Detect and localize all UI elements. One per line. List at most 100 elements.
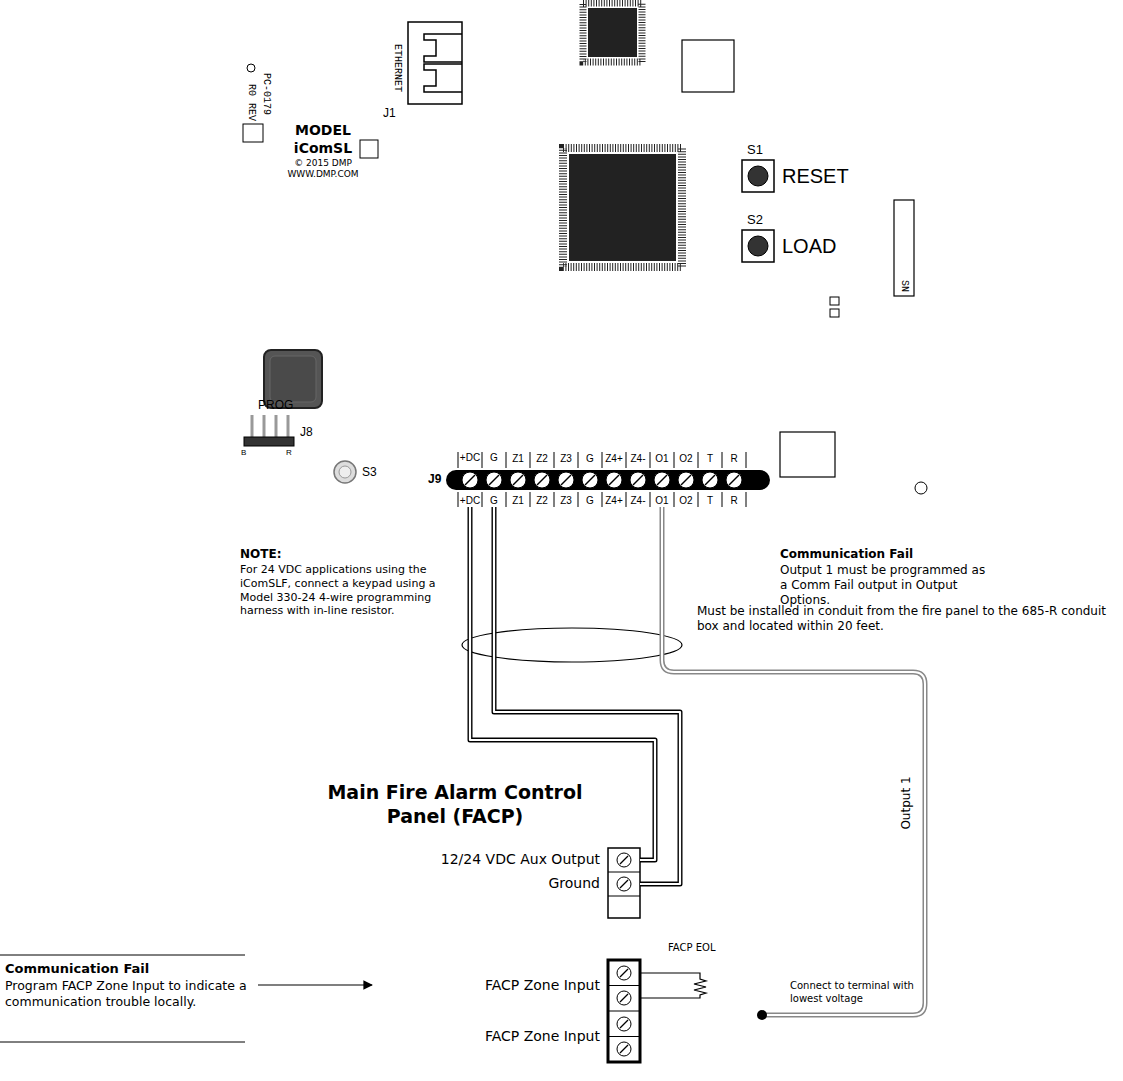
drawing-stroke xyxy=(748,236,768,256)
sn-connector xyxy=(894,200,914,296)
drawing-stroke xyxy=(608,960,640,1062)
eol-resistor xyxy=(640,973,706,998)
drawing-stroke xyxy=(506,492,507,507)
pin-label: O2 xyxy=(674,495,698,508)
drawing-stroke xyxy=(678,472,694,488)
drawing-stroke xyxy=(588,8,637,57)
panel-terminal: 12/24 VDC Aux Output xyxy=(416,848,640,872)
smd-pad xyxy=(360,140,378,158)
annotation-text-wrap: J9 xyxy=(428,472,441,487)
drawing-stroke xyxy=(722,452,723,468)
drawing-stroke xyxy=(722,492,723,507)
pin-label: Z4- xyxy=(626,495,650,508)
drawing-stroke xyxy=(506,452,507,468)
drawing-stroke xyxy=(458,492,459,507)
annotation-text: PC-0179 xyxy=(260,73,273,115)
reset-button xyxy=(742,160,774,192)
drawing-stroke xyxy=(462,472,478,488)
drawing-stroke xyxy=(608,1011,640,1012)
drawing-stroke xyxy=(742,160,774,192)
power-wire xyxy=(494,507,680,884)
annotation-text: Communication Fail xyxy=(5,961,245,977)
drawing-stroke xyxy=(424,64,462,92)
node-label-wrap: Ground xyxy=(416,875,600,893)
drawing-stroke xyxy=(534,472,550,488)
drawing-stroke xyxy=(681,475,691,485)
node-label: MODEL iComSL xyxy=(278,122,368,157)
drawing-stroke xyxy=(626,452,627,468)
drawing-stroke xyxy=(608,1036,640,1037)
drawing-stroke xyxy=(617,853,631,867)
drawing-stroke xyxy=(620,880,628,888)
drawing-stroke xyxy=(650,452,651,468)
drawing-stroke xyxy=(563,148,682,267)
facp-screws xyxy=(617,853,631,1056)
annotation-text-wrap: LOAD xyxy=(782,234,836,259)
drawing-stroke xyxy=(748,166,768,186)
pin-label-wrap: G xyxy=(578,495,602,508)
node-label: Ground xyxy=(416,875,600,893)
drawing-stroke xyxy=(608,848,640,918)
pin-label: Z1 xyxy=(506,453,530,466)
drawing-stroke xyxy=(569,154,676,261)
wire-group xyxy=(494,507,680,884)
annotation-text-wrap: PROG xyxy=(258,398,293,413)
drawing-stroke xyxy=(726,472,742,488)
node-label: Main Fire Alarm Control Panel (FACP) xyxy=(315,781,595,829)
node-label-wrap: G xyxy=(482,452,506,465)
drawing-stroke xyxy=(608,872,640,873)
annotation-text-wrap: FACP Zone Input xyxy=(400,977,600,995)
load-button xyxy=(742,230,774,262)
node-label-wrap: 12/24 VDC Aux Output xyxy=(416,851,600,869)
pin-label: T xyxy=(698,495,722,508)
annotation-text-wrap: S1 xyxy=(747,142,763,158)
annotation-text-wrap: Output 1 must be programmed as a Comm Fa… xyxy=(780,563,995,608)
drawing-stroke xyxy=(334,461,356,483)
annotation-text-wrap: S2 xyxy=(747,212,763,228)
drawing-stroke xyxy=(617,1017,631,1031)
circuit-board-outline xyxy=(238,8,1012,540)
pin-label: Z3 xyxy=(554,453,578,466)
annotation-text: Communication Fail xyxy=(780,547,913,562)
pin-label-wrap: G xyxy=(578,453,602,466)
pin-label-wrap: T xyxy=(698,453,722,466)
drawing-stroke xyxy=(746,492,747,507)
drawing-stroke xyxy=(270,356,316,402)
node-label: 12/24 VDC Aux Output xyxy=(416,851,600,869)
pin-label: G xyxy=(578,495,602,508)
drawing-stroke xyxy=(608,985,640,986)
pin-label-wrap: Z3 xyxy=(554,453,578,466)
drawing-stroke xyxy=(489,475,499,485)
circuit-board-shape xyxy=(238,8,1010,538)
annotation-text-wrap: For 24 VDC applications using the iComSL… xyxy=(240,563,462,618)
annotation-text: S3 xyxy=(362,465,377,480)
drawing-stroke xyxy=(698,452,699,468)
drawing-stroke xyxy=(606,472,622,488)
annotation-text: REV xyxy=(245,103,258,121)
annotation-text: S2 xyxy=(747,212,763,228)
annotation-text: Must be installed in conduit from the fi… xyxy=(697,604,1115,634)
pin-label: O1 xyxy=(650,453,674,466)
pin-label-wrap: Z4- xyxy=(626,495,650,508)
drawing-stroke xyxy=(705,475,715,485)
pin-label-wrap: R xyxy=(722,453,746,466)
pin-label: Z2 xyxy=(530,495,554,508)
drawing-stroke xyxy=(537,475,547,485)
node-label-wrap: © 2015 DMP WWW.DMP.COM xyxy=(275,158,371,181)
drawing-stroke xyxy=(674,452,675,468)
node-label-wrap: +DC xyxy=(458,452,482,465)
annotation-text: LOAD xyxy=(782,234,836,259)
drawing-stroke xyxy=(617,1042,631,1056)
pin-label: O1 xyxy=(650,495,674,508)
annotation-text: NOTE: xyxy=(240,547,281,562)
drawing-stroke xyxy=(620,969,628,977)
annotation-text: J8 xyxy=(300,425,313,440)
drawing-stroke xyxy=(620,1045,628,1053)
node-label: G xyxy=(482,495,506,508)
terminal-strip xyxy=(446,470,770,490)
pin-label-wrap: Z1 xyxy=(506,495,530,508)
pin-label: R xyxy=(722,495,746,508)
pin-label: Z4+ xyxy=(602,453,626,466)
drawing-stroke xyxy=(617,966,631,980)
